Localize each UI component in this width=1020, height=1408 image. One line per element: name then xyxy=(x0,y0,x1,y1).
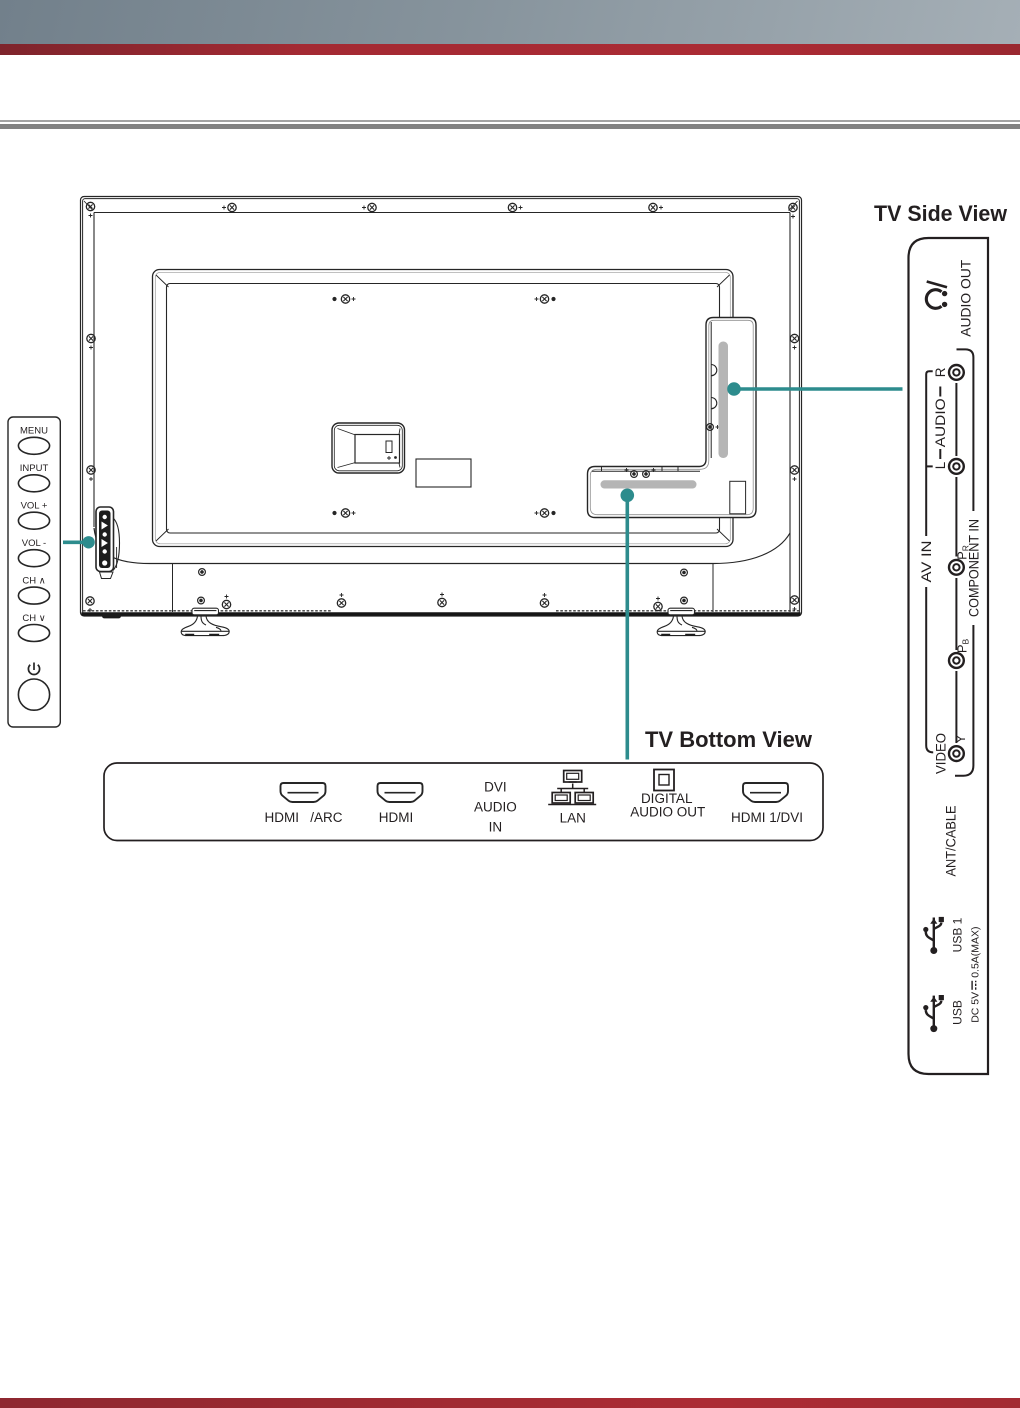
svg-text:0.5A(MAX): 0.5A(MAX) xyxy=(970,926,982,977)
stand-screws xyxy=(196,567,689,612)
audio-left-label: L xyxy=(933,461,948,469)
input-button-label: INPUT xyxy=(20,463,49,474)
hdmi-1-dvi-label: HDMI 1/DVI xyxy=(731,810,803,825)
dvi-audio-in-label: DVI AUDIO IN xyxy=(474,780,517,835)
side-view-title: TV Side View xyxy=(874,201,1008,226)
video-label: VIDEO xyxy=(934,733,949,774)
svg-text:DC 5V: DC 5V xyxy=(970,992,982,1023)
svg-text:DVI: DVI xyxy=(484,780,507,795)
usb1-label: USB 1 xyxy=(951,917,965,952)
ant-cable-label: ANT/CABLE xyxy=(944,806,959,877)
tv-back-view-drawing xyxy=(79,195,803,637)
header-rule-thick xyxy=(0,124,1020,129)
connector-recess xyxy=(586,316,757,519)
svg-text:IN: IN xyxy=(489,820,503,835)
volume-down-button[interactable] xyxy=(17,548,51,568)
headphone-jack-icon xyxy=(924,280,948,310)
component-pb-jack[interactable] xyxy=(947,651,966,670)
component-pr-jack[interactable] xyxy=(947,558,966,576)
av-in-bracket xyxy=(925,370,934,754)
lan-label: LAN xyxy=(560,811,586,826)
lan-port[interactable] xyxy=(548,769,597,806)
input-button[interactable] xyxy=(17,473,51,493)
bezel-screws xyxy=(85,201,800,613)
av-in-label: AV IN xyxy=(919,541,934,583)
y-jack-label: Y xyxy=(953,734,968,743)
audio-out-label: AUDIO OUT xyxy=(959,260,974,337)
component-in-bracket xyxy=(955,348,975,777)
side-control-panel: MENU INPUT VOL + VOL - CH ∧ CH ∨ xyxy=(7,416,61,728)
audio-r-jack[interactable] xyxy=(947,363,966,382)
audio-label: AUDIO xyxy=(933,398,948,447)
optical-audio-icon xyxy=(653,768,675,792)
audio-l-jack[interactable] xyxy=(947,457,966,476)
volume-down-button-label: VOL - xyxy=(22,538,46,549)
tv-side-view-panel: TV Side View AUDIO OUT COMPONENT IN xyxy=(874,201,1008,1076)
volume-up-button[interactable] xyxy=(17,511,51,531)
menu-button-label: MENU xyxy=(20,426,48,437)
component-y-jack[interactable] xyxy=(947,744,966,763)
header-rule-thin xyxy=(0,119,1020,122)
pb-jack-label: PB xyxy=(954,639,970,654)
vesa-screw-pairs xyxy=(332,294,556,518)
recess-label xyxy=(729,480,747,515)
lan-port-icon xyxy=(548,769,597,806)
usb-label: USB xyxy=(951,1000,965,1025)
volume-up-button-label: VOL + xyxy=(21,501,48,512)
top-banner-red-stripe xyxy=(0,44,1020,55)
channel-up-button-label: CH ∧ xyxy=(22,576,45,587)
channel-down-button[interactable] xyxy=(17,623,51,643)
bottom-view-title: TV Bottom View xyxy=(645,727,813,752)
power-inlet-recess xyxy=(331,422,406,474)
tv-bottom-view-panel: TV Bottom View HDMI /ARC HDMI DVI AUDIO … xyxy=(103,727,824,842)
bottom-ports-bar xyxy=(600,480,697,489)
pr-jack-label: PR xyxy=(954,545,970,560)
component-in-label: COMPONENT IN xyxy=(967,519,982,617)
power-button[interactable] xyxy=(17,678,51,712)
side-ports-bar xyxy=(718,341,728,458)
top-banner xyxy=(0,0,1020,44)
rca-jacks xyxy=(947,363,966,763)
hdmi-arc-label: HDMI /ARC xyxy=(264,810,342,825)
dc-rating-label: DC 5V 0.5A(MAX) xyxy=(970,926,982,1022)
svg-text:DIGITAL: DIGITAL xyxy=(641,791,693,806)
channel-up-button[interactable] xyxy=(17,586,51,605)
svg-text:AUDIO OUT: AUDIO OUT xyxy=(630,805,705,820)
digital-audio-out-port[interactable] xyxy=(653,768,675,792)
digital-audio-out-label: DIGITAL AUDIO OUT xyxy=(630,791,705,820)
audio-right-label: R xyxy=(933,367,948,377)
rating-label xyxy=(415,458,472,488)
callout-connectors xyxy=(63,382,903,760)
bottom-banner-red-stripe xyxy=(0,1397,1020,1408)
channel-down-button-label: CH ∨ xyxy=(22,613,45,624)
svg-text:AUDIO: AUDIO xyxy=(474,800,517,815)
menu-button[interactable] xyxy=(17,436,51,456)
hdmi-label: HDMI xyxy=(379,810,414,825)
power-icon xyxy=(27,662,41,676)
side-port-block xyxy=(95,506,121,619)
